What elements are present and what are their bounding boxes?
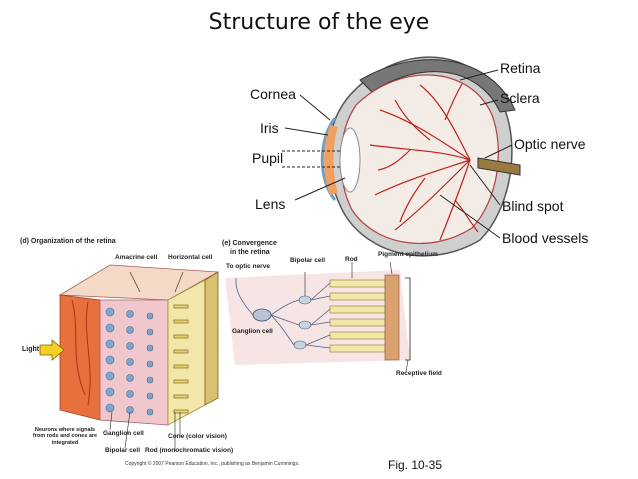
- convergence-title-2: in the retina: [230, 249, 270, 256]
- retina-panel-title: (d) Organization of the retina: [20, 238, 116, 245]
- blood-vessels: [369, 83, 479, 241]
- copyright: Copyright © 2007 Pearson Education, Inc.…: [125, 461, 300, 467]
- blood-vessels-label: Blood vessels: [502, 230, 589, 246]
- ganglion-label: Ganglion cell: [103, 430, 144, 437]
- lens-shape: [339, 127, 361, 193]
- sclera-label: Sclera: [500, 90, 540, 106]
- retina-inner: [340, 74, 499, 245]
- cornea-label: Cornea: [250, 86, 296, 102]
- convergence-ganglion-label: Ganglion cell: [232, 328, 273, 335]
- pigment-epithelium: [384, 274, 400, 361]
- light-label: Light: [22, 346, 40, 353]
- sclera-cut: [359, 59, 516, 113]
- light-arrow: [39, 339, 65, 361]
- pupil-label: Pupil: [252, 150, 284, 166]
- receptive-field-label: Receptive field: [396, 370, 442, 377]
- retina-label: Retina: [500, 60, 541, 76]
- pigment-label: Pigment epithelium: [378, 251, 438, 258]
- horizontal-label: Horizontal cell: [168, 254, 213, 261]
- figure-number: Fig. 10-35: [388, 458, 443, 472]
- ganglion-cell: [252, 308, 272, 322]
- to-optic-label: To optic nerve: [226, 263, 270, 270]
- convergence-bipolar-label: Bipolar cell: [290, 257, 326, 264]
- lens-label: Lens: [255, 196, 286, 212]
- amacrine-label: Amacrine cell: [115, 254, 158, 261]
- convergence-rod-label: Rod: [345, 256, 358, 263]
- bipolar-label: Bipolar cell: [105, 447, 141, 454]
- cone-label: Cone (color vision): [168, 433, 227, 440]
- neurons-note: Neurons where signals from rods and cone…: [32, 427, 98, 446]
- blind-spot-label: Blind spot: [502, 198, 564, 214]
- convergence-title-1: (e) Convergence: [222, 240, 277, 247]
- slide-title: Structure of the eye: [208, 10, 430, 35]
- iris-shape: [324, 125, 338, 195]
- optic-nerve-shape: [477, 157, 521, 176]
- optic-nerve-label: Optic nerve: [514, 136, 586, 152]
- rod-label: Rod (monochromatic vision): [145, 447, 234, 454]
- iris-label: Iris: [260, 120, 279, 136]
